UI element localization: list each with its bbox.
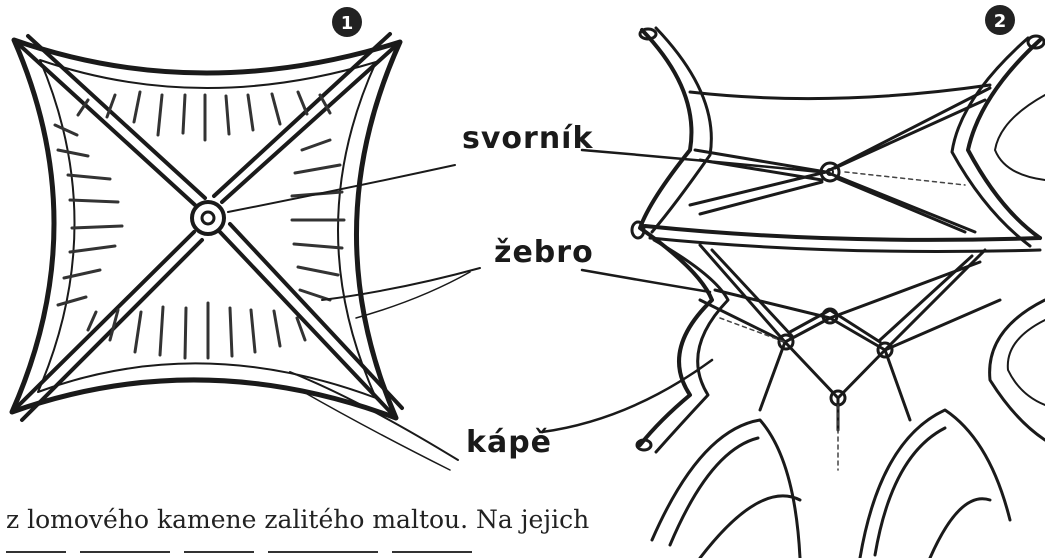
vault-2-bosses	[779, 309, 892, 405]
leader-lines	[228, 150, 820, 470]
figure-1-badge: 1	[332, 7, 362, 37]
figure-2-net-vault	[632, 28, 1045, 558]
figure-1-cross-vault	[12, 34, 402, 420]
caption-text: z lomového kamene zalitého maltou. Na je…	[6, 505, 566, 534]
label-rib: žebro	[494, 235, 594, 270]
leader-web-left	[290, 372, 458, 460]
vault-1-boss	[192, 202, 224, 234]
leader-boss-left	[228, 165, 455, 212]
caption-next-line-cut	[6, 541, 486, 558]
vault-1-ribs	[12, 34, 402, 420]
vault-2-transverse-rib	[645, 226, 1040, 240]
leader-rib-left-2	[356, 272, 470, 318]
leader-web-left-2	[300, 390, 450, 470]
figure-2-badge: 2	[985, 5, 1015, 35]
figure-1-number: 1	[341, 13, 354, 34]
figure-2-number: 2	[994, 11, 1007, 32]
leader-rib-right	[582, 270, 710, 292]
label-web: kápě	[466, 425, 552, 460]
leader-rib-left	[322, 268, 480, 300]
label-boss: svorník	[462, 121, 593, 156]
